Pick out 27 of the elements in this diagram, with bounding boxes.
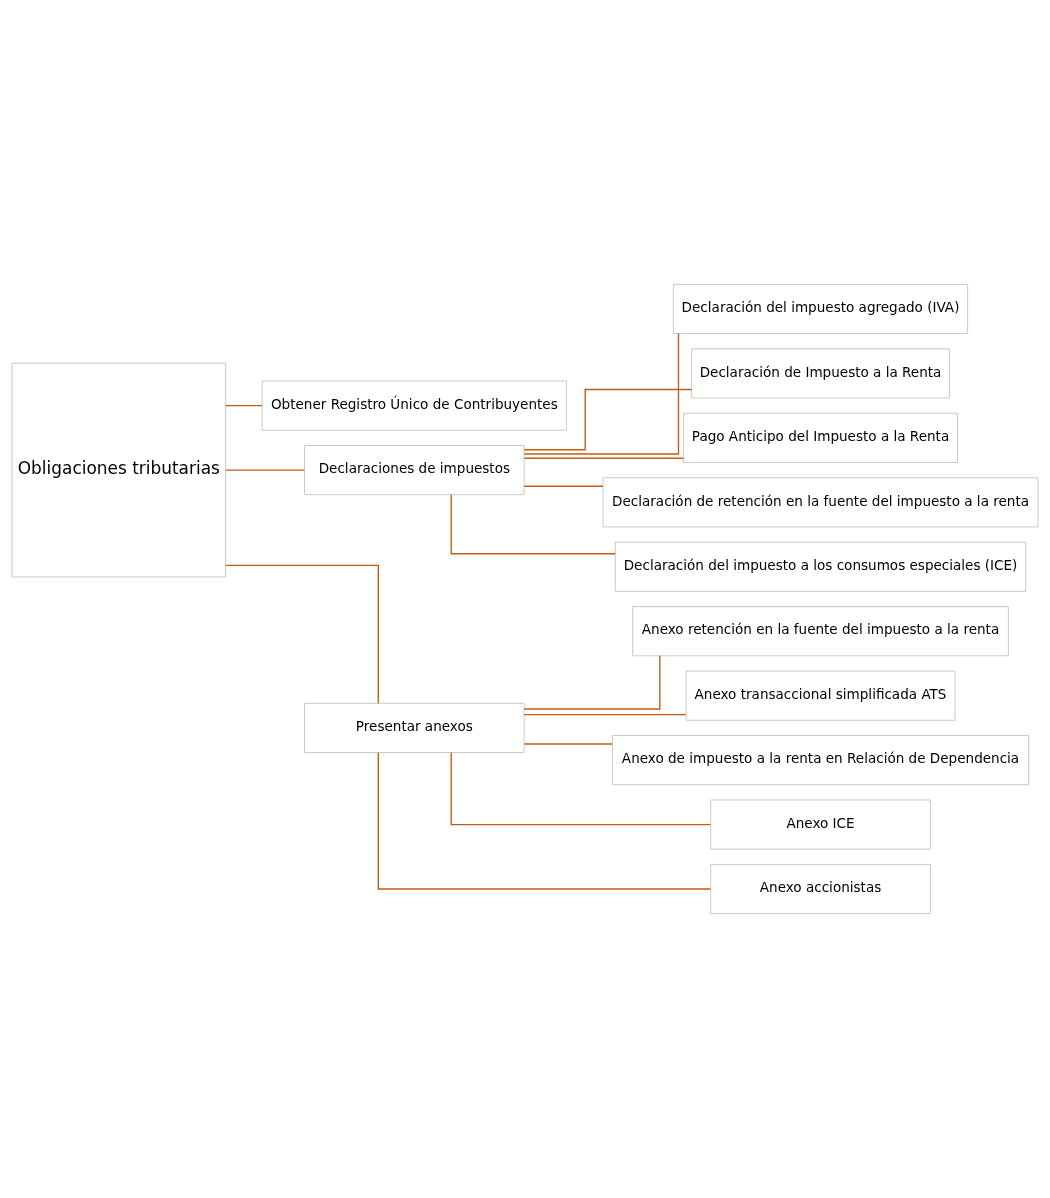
connector bbox=[450, 494, 616, 555]
node-box: Obtener Registro Único de Contribuyentes bbox=[261, 380, 567, 431]
connector bbox=[523, 485, 604, 487]
node-box: Declaración del impuesto a los consumos especiales (ICE) bbox=[614, 541, 1027, 592]
connector bbox=[523, 743, 613, 745]
connector bbox=[377, 752, 712, 890]
node-box: Pago Anticipo del Impuesto a la Renta bbox=[683, 412, 958, 463]
connector bbox=[523, 388, 693, 451]
connector bbox=[225, 564, 379, 704]
connector bbox=[225, 405, 263, 407]
node-box: Declaraciones de impuestos bbox=[304, 445, 525, 496]
node-box: Declaración de retención en la fuente del impuesto a la renta bbox=[602, 477, 1039, 528]
connector bbox=[523, 457, 684, 459]
node-box: Declaración del impuesto agregado (IVA) bbox=[672, 283, 969, 334]
connector bbox=[523, 332, 680, 455]
node-box: Presentar anexos bbox=[304, 702, 525, 753]
connector bbox=[523, 713, 687, 716]
node-box: Anexo accionistas bbox=[710, 864, 931, 915]
connector bbox=[450, 751, 712, 826]
node-box: Obligaciones tributarias bbox=[11, 362, 227, 578]
connector bbox=[523, 655, 661, 710]
node-box: Anexo de impuesto a la renta en Relación de Dependencia bbox=[611, 735, 1030, 786]
node-box: Anexo transaccional simplificada ATS bbox=[685, 670, 956, 721]
connector bbox=[225, 469, 306, 471]
node-box: Declaración de Impuesto a la Renta bbox=[691, 348, 950, 399]
node-box: Anexo ICE bbox=[710, 799, 931, 850]
node-box: Anexo retención en la fuente del impuesto a la renta bbox=[632, 606, 1009, 657]
